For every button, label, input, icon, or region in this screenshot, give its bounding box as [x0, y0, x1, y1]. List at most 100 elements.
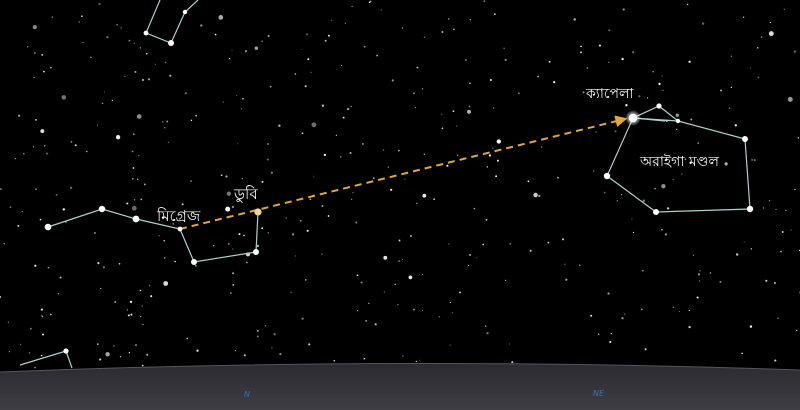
background-star	[41, 333, 45, 336]
background-star	[380, 9, 382, 11]
background-star	[382, 149, 385, 151]
background-star	[244, 50, 248, 53]
background-star	[419, 359, 421, 361]
background-star	[41, 315, 44, 318]
background-star	[41, 314, 43, 316]
background-star	[51, 16, 53, 18]
background-star	[141, 305, 143, 307]
background-star	[797, 137, 799, 139]
background-star	[608, 61, 610, 63]
background-star	[99, 287, 102, 290]
background-star	[3, 243, 5, 245]
background-star	[265, 325, 267, 327]
background-star	[743, 241, 745, 243]
background-star	[729, 107, 731, 109]
background-star	[414, 107, 417, 109]
background-star	[580, 45, 582, 48]
background-star	[582, 91, 585, 94]
background-star	[41, 54, 44, 56]
background-star	[719, 281, 722, 283]
background-star	[299, 219, 302, 222]
background-star	[760, 36, 763, 38]
background-star	[104, 91, 106, 93]
horizon	[0, 363, 800, 410]
background-star	[47, 266, 50, 269]
background-star	[291, 233, 295, 236]
background-star	[441, 113, 443, 116]
background-star	[751, 158, 754, 161]
background-star	[749, 67, 752, 69]
background-star	[598, 44, 601, 47]
background-star	[410, 235, 412, 237]
background-star	[586, 67, 589, 69]
background-star	[141, 364, 144, 367]
background-star	[131, 205, 137, 211]
background-star	[86, 150, 88, 153]
background-star	[278, 124, 281, 127]
background-star	[408, 275, 413, 280]
background-star	[482, 243, 485, 246]
background-star	[94, 232, 96, 234]
background-star	[98, 2, 101, 6]
star-auriga-3	[742, 136, 748, 142]
background-star	[448, 18, 450, 20]
background-star	[595, 131, 597, 133]
background-star	[220, 174, 223, 177]
background-star	[661, 184, 666, 189]
background-star	[33, 77, 35, 79]
background-star	[133, 199, 136, 201]
background-star	[488, 154, 492, 157]
star-dubhe	[254, 208, 262, 216]
background-star	[261, 180, 264, 183]
background-star	[625, 104, 628, 107]
background-star	[376, 54, 379, 57]
background-star	[243, 354, 246, 357]
background-star	[609, 340, 612, 344]
background-star	[402, 355, 404, 357]
background-star	[133, 42, 136, 44]
background-star	[661, 75, 663, 77]
background-star	[62, 208, 65, 211]
background-star	[190, 119, 193, 122]
background-star	[61, 95, 67, 100]
background-star	[681, 173, 683, 175]
background-star	[242, 97, 244, 100]
background-star	[509, 242, 512, 245]
background-star	[335, 134, 338, 137]
background-star	[473, 207, 476, 210]
background-star	[652, 70, 655, 73]
background-star	[0, 187, 2, 191]
background-star	[416, 202, 418, 205]
horizon-edge	[0, 362, 800, 373]
background-star	[664, 233, 668, 236]
background-star	[128, 352, 131, 354]
background-star	[783, 8, 786, 11]
background-star	[99, 358, 102, 361]
background-star	[146, 52, 148, 55]
background-star	[256, 329, 259, 332]
background-star	[26, 46, 29, 48]
background-star	[638, 95, 641, 98]
background-star	[106, 35, 109, 39]
background-star	[421, 273, 424, 275]
background-star	[232, 283, 235, 286]
background-star	[690, 118, 693, 121]
background-star	[557, 176, 559, 179]
background-star	[101, 102, 104, 105]
background-star	[355, 221, 358, 224]
background-star	[214, 33, 217, 36]
background-star	[169, 74, 172, 77]
background-star	[241, 178, 243, 180]
background-star	[261, 40, 264, 43]
background-star	[327, 34, 330, 37]
background-star	[467, 109, 471, 114]
background-star	[130, 313, 133, 316]
background-star	[469, 253, 472, 257]
background-star	[306, 33, 309, 36]
background-star	[97, 261, 100, 265]
background-star	[102, 266, 106, 269]
background-star	[311, 122, 317, 128]
star-merak	[253, 249, 259, 255]
background-star	[640, 308, 643, 311]
background-star	[692, 254, 695, 256]
